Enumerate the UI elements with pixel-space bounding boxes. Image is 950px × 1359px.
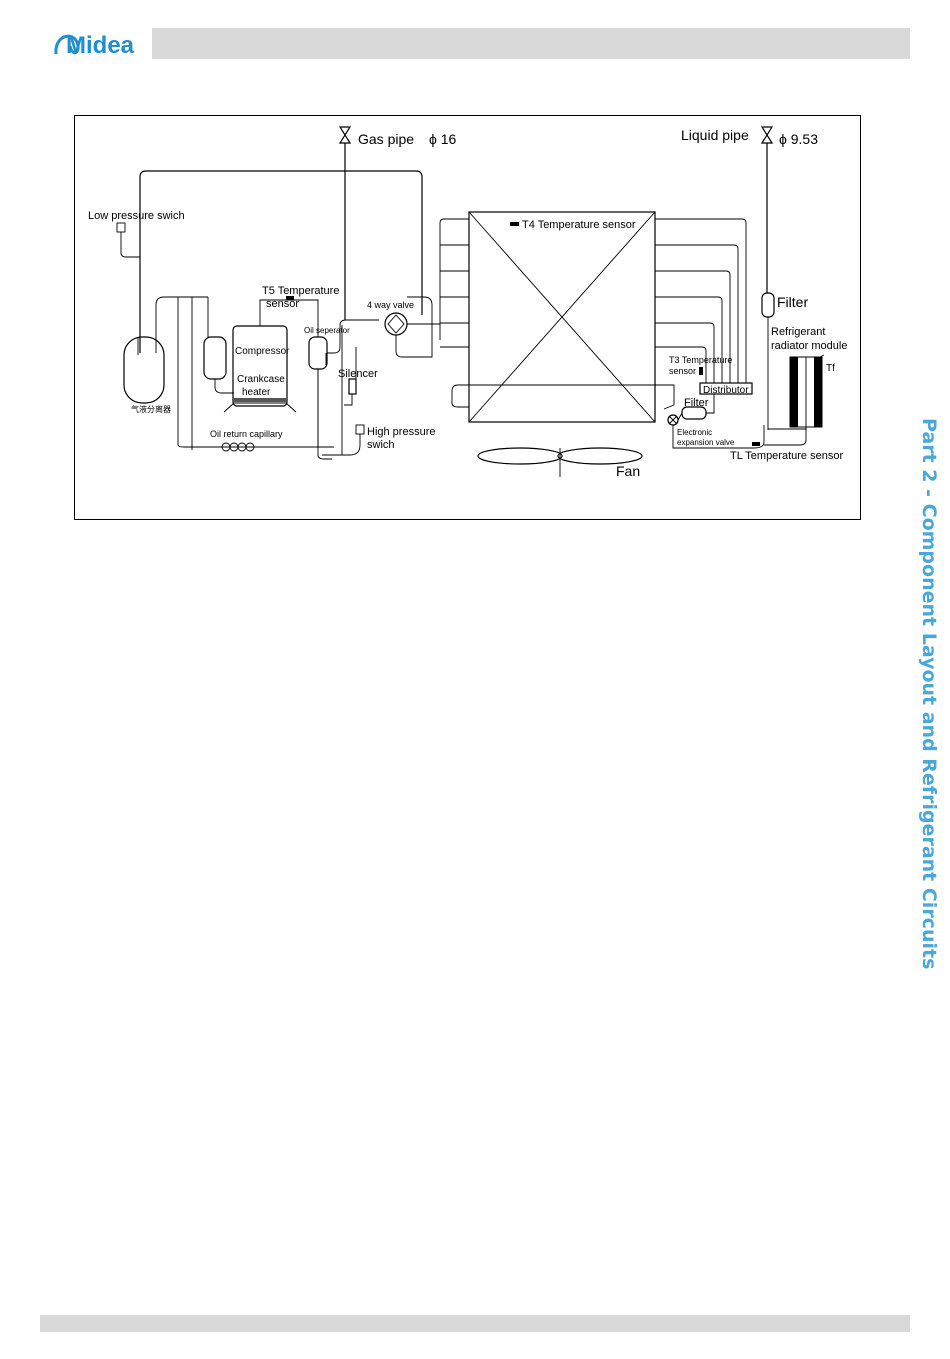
upper-filter xyxy=(761,292,775,318)
low-pressure-switch-icon xyxy=(116,222,126,233)
midea-logo-text: Midea xyxy=(66,32,135,59)
fan-label: Fan xyxy=(616,463,640,479)
t3-sensor-label-2: sensor xyxy=(669,366,696,376)
gas-pipe-size: ϕ 16 xyxy=(429,131,457,147)
crankcase-heater xyxy=(233,398,287,402)
distributor xyxy=(699,382,753,395)
tl-sensor-icon xyxy=(752,442,760,446)
oil-separator-label: Oil seperator xyxy=(304,326,350,335)
t3-sensor-label: T3 Temperature xyxy=(669,355,732,365)
silencer-label: Silencer xyxy=(338,368,378,380)
gas-pipe-valve-icon xyxy=(338,126,352,144)
compressor-accumulator xyxy=(203,336,227,380)
upper-filter-label: Filter xyxy=(777,294,808,310)
header-bar xyxy=(152,28,910,59)
silencer xyxy=(348,378,357,395)
high-pressure-switch-label-2: swich xyxy=(367,439,395,451)
gas-pipe-label: Gas pipe xyxy=(358,131,414,147)
t5-sensor-label: T5 Temperature xyxy=(262,285,339,297)
tl-sensor-label: TL Temperature sensor xyxy=(730,450,843,462)
t5-sensor-label-2: sensor xyxy=(266,298,299,310)
accumulator xyxy=(123,336,165,404)
t5-sensor-icon xyxy=(286,296,294,300)
refrigerant-radiator-module xyxy=(768,356,823,430)
t4-sensor-label: T4 Temperature sensor xyxy=(522,219,636,231)
condenser-right-headers xyxy=(655,218,747,383)
refrigerant-circuit-diagram: Gas pipe ϕ 16 Liquid pipe ϕ 9.53 Low pre… xyxy=(74,115,861,520)
condenser-coil xyxy=(468,211,656,423)
liquid-pipe-label: Liquid pipe xyxy=(681,127,749,143)
t4-sensor-icon xyxy=(510,222,519,226)
midea-logo-mark xyxy=(54,34,80,55)
compressor-label: Compressor xyxy=(235,346,290,357)
accumulator-label: 气液分离器 xyxy=(131,404,171,414)
fan xyxy=(477,447,643,477)
four-way-valve-label: 4 way valve xyxy=(367,300,414,310)
liquid-pipe-size: ϕ 9.53 xyxy=(779,131,818,147)
oil-return-capillary-coil xyxy=(221,442,255,452)
side-section-title: Part 2 - Component Layout and Refrigeran… xyxy=(918,418,940,970)
low-pressure-switch-label: Low pressure swich xyxy=(88,210,185,222)
condenser-left-headers xyxy=(439,218,469,348)
liquid-pipe-valve-icon xyxy=(760,126,774,144)
oil-return-capillary-label: Oil return capillary xyxy=(210,429,283,439)
footer-bar xyxy=(40,1315,910,1332)
eev-label: Electronic xyxy=(677,428,712,437)
radiator-module-label: Refrigerant xyxy=(771,326,825,338)
midea-logo: Midea xyxy=(54,32,135,59)
t3-sensor-icon xyxy=(699,367,703,375)
distributor-label: Distributor xyxy=(703,385,749,396)
diagram-frame xyxy=(74,115,861,520)
high-pressure-switch-icon xyxy=(355,424,365,435)
lower-filter-label: Filter xyxy=(684,397,709,409)
high-pressure-switch-label: High pressure xyxy=(367,426,435,438)
crankcase-heater-label-2: heater xyxy=(242,387,271,398)
eev-label-2: expansion valve xyxy=(677,438,735,447)
crankcase-heater-label: Crankcase xyxy=(237,374,285,385)
oil-separator xyxy=(308,336,328,370)
tf-sensor-label: Tf xyxy=(826,363,835,374)
radiator-module-label-2: radiator module xyxy=(771,340,847,352)
